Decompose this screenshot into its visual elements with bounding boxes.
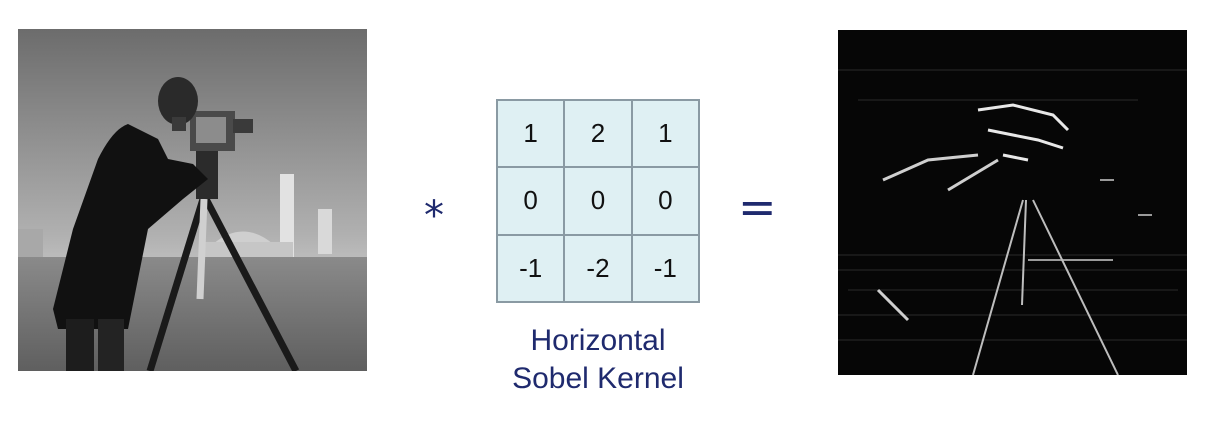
convolution-operator: * (424, 193, 444, 239)
kernel-cell: -2 (564, 234, 632, 302)
sobel-kernel-grid: 1 2 1 0 0 0 -1 -2 -1 (496, 99, 700, 303)
kernel-cell: 0 (564, 167, 632, 235)
kernel-cell: -1 (631, 234, 699, 302)
kernel-caption-line1: Horizontal (530, 324, 666, 357)
input-photo (18, 29, 367, 371)
kernel-caption: Horizontal Sobel Kernel (478, 322, 718, 398)
kernel-cell: 0 (497, 167, 565, 235)
kernel-cell: 0 (631, 167, 699, 235)
equals-operator: = (738, 180, 777, 234)
kernel-caption-line2: Sobel Kernel (512, 362, 684, 395)
kernel-cell: 1 (631, 100, 699, 168)
kernel-cell: 1 (497, 100, 565, 168)
output-edge-image (838, 30, 1187, 375)
kernel-cell: -1 (497, 234, 565, 302)
kernel-cell: 2 (564, 100, 632, 168)
